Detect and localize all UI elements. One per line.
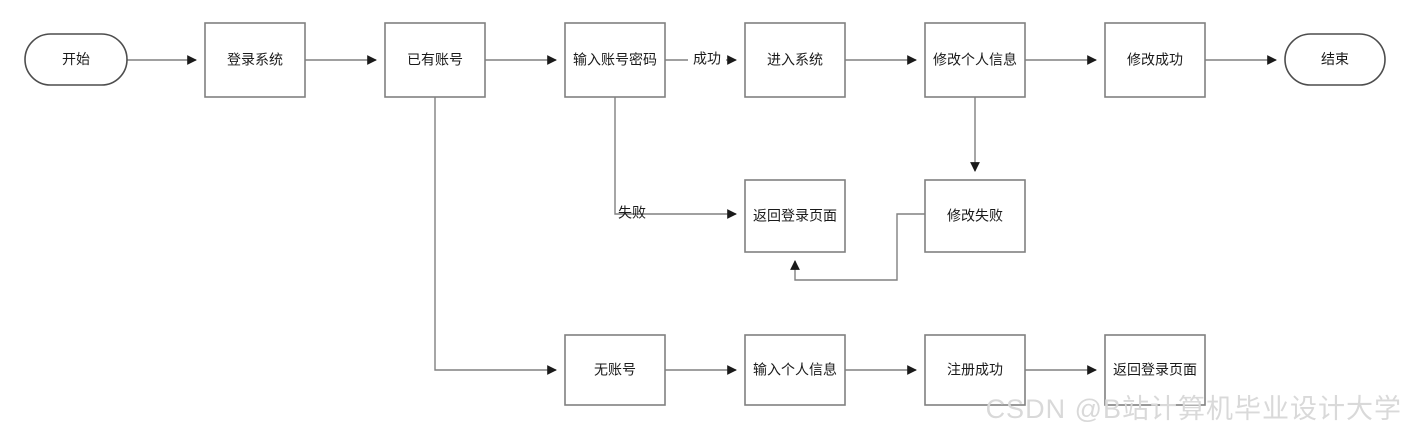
node-enter_sys[interactable]: 进入系统 <box>744 22 846 98</box>
node-no_account[interactable]: 无账号 <box>564 334 666 406</box>
node-label-edit_ok: 修改成功 <box>1127 52 1183 68</box>
node-start[interactable]: 开始 <box>24 33 128 86</box>
node-edit_fail[interactable]: 修改失败 <box>924 179 1026 253</box>
node-label-edit_profile: 修改个人信息 <box>933 52 1017 68</box>
edge-label-e4: 成功 <box>693 51 721 67</box>
node-shape-login_sys <box>204 22 306 98</box>
edge-input_cred-to-back_login_1 <box>614 97 653 215</box>
node-shape-back_login_1 <box>744 179 846 253</box>
node-edit_profile[interactable]: 修改个人信息 <box>924 22 1026 98</box>
node-label-has_account: 已有账号 <box>407 52 463 68</box>
node-label-edit_fail: 修改失败 <box>947 208 1003 224</box>
node-label-login_sys: 登录系统 <box>227 52 283 68</box>
node-shape-has_account <box>384 22 486 98</box>
node-label-reg_ok: 注册成功 <box>947 362 1003 378</box>
node-shape-input_cred <box>564 22 666 98</box>
node-input_cred[interactable]: 输入账号密码 <box>564 22 666 98</box>
node-label-end: 结束 <box>1321 51 1349 67</box>
edge-has_account-to-no_account <box>434 97 557 375</box>
edge-edit_fail-to-back_login_1 <box>790 213 925 281</box>
node-shape-back_login_2 <box>1104 334 1206 406</box>
node-shape-edit_fail <box>924 179 1026 253</box>
node-shape-reg_ok <box>924 334 1026 406</box>
node-label-back_login_1: 返回登录页面 <box>753 208 837 224</box>
node-shape-enter_sys <box>744 22 846 98</box>
edge-label-e8: 失败 <box>618 205 646 221</box>
node-back_login_1[interactable]: 返回登录页面 <box>744 179 846 253</box>
node-label-no_account: 无账号 <box>594 362 636 378</box>
node-label-enter_sys: 进入系统 <box>767 52 823 68</box>
node-label-start: 开始 <box>62 51 90 67</box>
node-login_sys[interactable]: 登录系统 <box>204 22 306 98</box>
edge-layer <box>127 55 1277 375</box>
node-end[interactable]: 结束 <box>1284 33 1386 86</box>
node-shape-no_account <box>564 334 666 406</box>
node-shape-edit_ok <box>1104 22 1206 98</box>
node-input_info[interactable]: 输入个人信息 <box>744 334 846 406</box>
node-shape-input_info <box>744 334 846 406</box>
node-edit_ok[interactable]: 修改成功 <box>1104 22 1206 98</box>
node-shape-start <box>24 33 128 86</box>
node-label-input_info: 输入个人信息 <box>753 362 837 378</box>
node-reg_ok[interactable]: 注册成功 <box>924 334 1026 406</box>
node-has_account[interactable]: 已有账号 <box>384 22 486 98</box>
node-back_login_2[interactable]: 返回登录页面 <box>1104 334 1206 406</box>
node-shape-end <box>1284 33 1386 86</box>
node-label-back_login_2: 返回登录页面 <box>1113 362 1197 378</box>
node-label-input_cred: 输入账号密码 <box>573 52 657 68</box>
node-shape-edit_profile <box>924 22 1026 98</box>
